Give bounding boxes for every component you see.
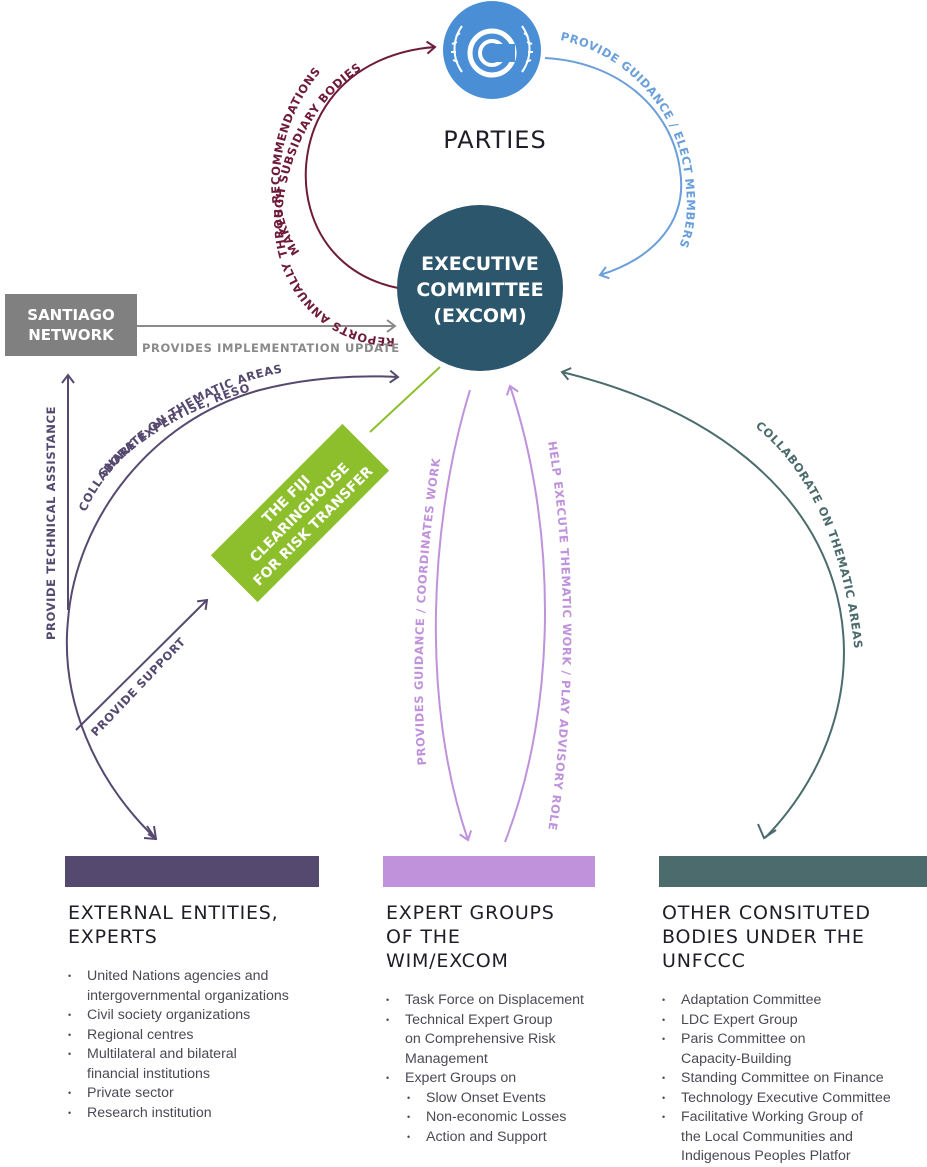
parties-node: PARTIES	[443, 1, 546, 154]
list-item: Task Force on Displacement	[386, 991, 633, 1011]
provide-support-label: PROVIDE SUPPORT	[88, 635, 188, 740]
list-item: Technical Expert Group	[386, 1011, 633, 1031]
list-item: Regional centres	[68, 1026, 335, 1046]
list-item: Paris Committee on	[662, 1030, 925, 1050]
list-item: Slow Onset Events	[386, 1089, 633, 1109]
unfccc-emblem-icon	[451, 25, 533, 78]
collaborate-other-arrow-head	[757, 823, 777, 840]
external-entities-column: EXTERNAL ENTITIES, EXPERTS United Nation…	[65, 856, 335, 1123]
collaborate-external-arrow-head	[143, 825, 158, 841]
provide-support-arrow	[75, 598, 209, 731]
external-title-line1: EXTERNAL ENTITIES,	[68, 902, 279, 924]
technical-assistance-label: PROVIDE TECHNICAL ASSISTANCE	[44, 406, 58, 640]
list-item: Facilitative Working Group of	[662, 1108, 925, 1128]
other-bodies-column: OTHER CONSITUTED BODIES UNDER THE UNFCCC…	[659, 856, 927, 1167]
list-item: Capacity-Building	[681, 1050, 792, 1067]
implementation-update-label: PROVIDES IMPLEMENTATION UPDATE	[142, 341, 400, 355]
other-title-line3: UNFCCC	[662, 950, 746, 972]
list-item: Expert Groups on	[386, 1069, 633, 1089]
collaborate-external-arrow	[65, 369, 400, 839]
excom-node: EXECUTIVE COMMITTEE (EXCOM)	[397, 205, 563, 371]
list-item: Action and Support	[386, 1128, 633, 1148]
other-list: Adaptation Committee LDC Expert Group Pa…	[662, 991, 925, 1167]
other-title-line1: OTHER CONSITUTED	[662, 902, 871, 924]
santiago-line1: SANTIAGO	[27, 306, 114, 324]
expert-groups-column: EXPERT GROUPS OF THE WIM/EXCOM Task Forc…	[383, 856, 633, 1147]
collaborate-other-label: COLLABORATE ON THEMATIC AREAS	[753, 418, 865, 649]
parties-label: PARTIES	[443, 126, 546, 154]
fiji-clearinghouse-node: THE FIJI CLEARINGHOUSE FOR RISK TRANSFER	[210, 423, 390, 603]
collaborate-external-label-1: COLLABORATE ON THEMATIC AREAS	[76, 362, 284, 514]
list-item: Technology Executive Committee	[662, 1089, 925, 1109]
fiji-connector-line	[369, 366, 441, 433]
list-item: Civil society organizations	[68, 1006, 335, 1026]
santiago-line2: NETWORK	[28, 326, 115, 344]
external-title-line2: EXPERTS	[68, 926, 158, 948]
expert-title-line2: OF THE	[386, 926, 461, 948]
external-title: EXTERNAL ENTITIES, EXPERTS	[68, 901, 335, 949]
list-item: Adaptation Committee	[662, 991, 925, 1011]
excom-line2: COMMITTEE	[416, 279, 543, 301]
expert-title-line1: EXPERT GROUPS	[386, 902, 555, 924]
guidance-coordination-arrow	[434, 389, 473, 842]
list-item: Research institution	[68, 1104, 335, 1124]
list-item: LDC Expert Group	[662, 1011, 925, 1031]
list-item: the Local Communities and	[681, 1128, 853, 1145]
collaborate-other-arrow	[560, 367, 845, 839]
list-item: intergovernmental organizations	[87, 987, 289, 1004]
list-item: Multilateral and bilateral	[68, 1045, 335, 1065]
list-item: United Nations agencies and	[68, 967, 335, 987]
other-color-bar	[659, 856, 927, 887]
list-item: Standing Committee on Finance	[662, 1069, 925, 1089]
list-item: on Comprehensive Risk	[405, 1031, 556, 1047]
reports-annually-arrow	[304, 40, 437, 289]
other-title-line2: BODIES UNDER THE	[662, 926, 865, 948]
expert-list: Task Force on Displacement Technical Exp…	[386, 991, 633, 1147]
guidance-coordination-label: PROVIDES GUIDANCE / COORDINATES WORK	[412, 456, 444, 766]
provide-guidance-arrow	[544, 57, 683, 280]
excom-line3: (EXCOM)	[433, 305, 526, 327]
help-execute-arrow	[504, 384, 546, 843]
help-execute-label: HELP EXECUTE THEMATIC WORK / PLAY ADVISO…	[545, 440, 574, 832]
excom-line1: EXECUTIVE	[421, 253, 539, 275]
external-list: United Nations agencies and intergovernm…	[68, 967, 335, 1123]
santiago-network-node: SANTIAGO NETWORK	[5, 294, 137, 356]
expert-title-line3: WIM/EXCOM	[386, 950, 509, 972]
expert-title: EXPERT GROUPS OF THE WIM/EXCOM	[386, 901, 633, 973]
list-item: financial institutions	[87, 1065, 211, 1082]
expert-color-bar	[383, 856, 595, 887]
list-item: Management	[405, 1050, 488, 1067]
list-item: Indigenous Peoples Platfor	[681, 1148, 851, 1164]
list-item: Private sector	[68, 1084, 335, 1104]
other-title: OTHER CONSITUTED BODIES UNDER THE UNFCCC	[662, 901, 925, 973]
external-color-bar	[65, 856, 319, 887]
list-item: Non-economic Losses	[386, 1108, 633, 1128]
